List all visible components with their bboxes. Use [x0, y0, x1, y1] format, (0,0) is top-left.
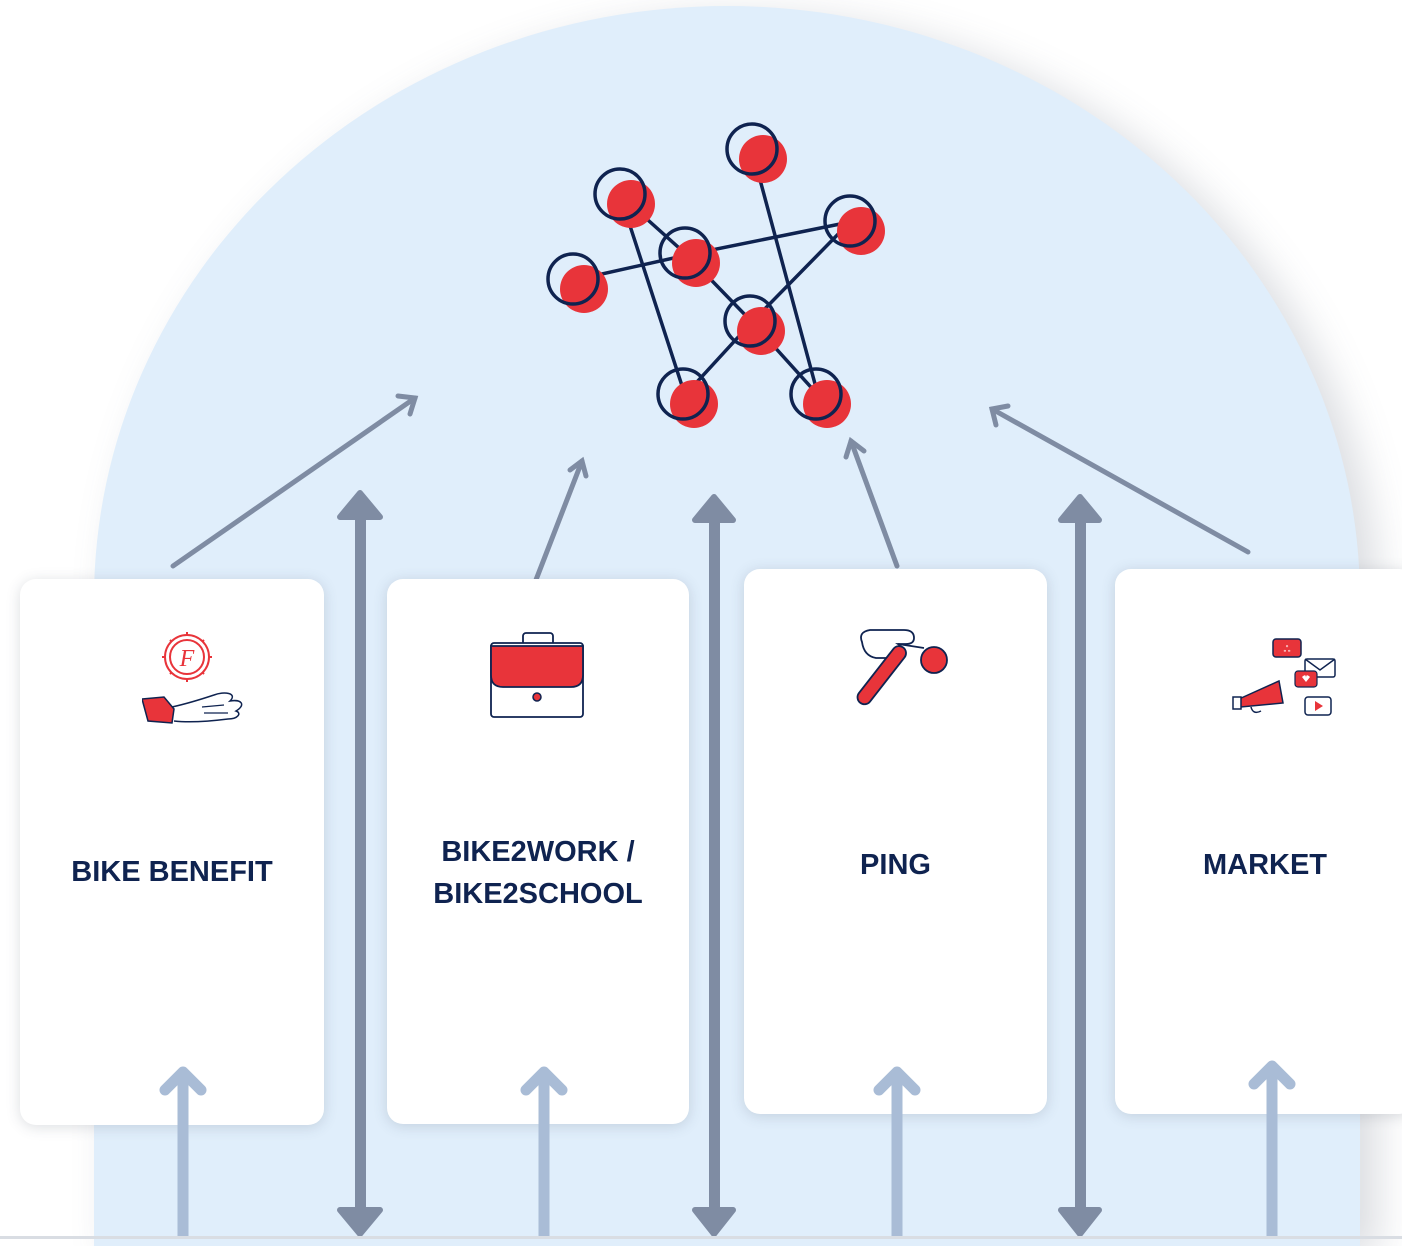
card-bike2work[interactable]: BIKE2WORK / BIKE2SCHOOL [387, 579, 689, 1124]
double-arrow-1 [337, 490, 383, 1237]
node-5 [658, 226, 720, 287]
network-nodes-icon [546, 122, 885, 428]
node-3 [823, 194, 885, 255]
network-node-set [546, 122, 885, 428]
node-1 [593, 167, 655, 228]
card-ping[interactable]: PING [744, 569, 1047, 1114]
node-4 [546, 252, 608, 313]
hand-coin-icon: F [142, 632, 243, 724]
card-label-line: PING [860, 849, 931, 881]
svg-text:ஃ: ஃ [1283, 645, 1290, 655]
incoming-arrow-market [1248, 1060, 1296, 1239]
card-market[interactable]: ஃ MARKET [1115, 569, 1402, 1114]
card-label-line: MARKET [1202, 849, 1328, 881]
briefcase-icon [490, 632, 584, 718]
megaphone-media-icon: ஃ [1232, 638, 1336, 716]
incoming-arrow-bike2work [520, 1066, 568, 1239]
arrow-market-to-network [989, 406, 1251, 555]
card-label-line: BIKE2SCHOOL [433, 878, 643, 910]
card-bike-benefit[interactable]: F BIKE BENEFIT [20, 579, 324, 1125]
node-6 [723, 294, 785, 355]
arrow-ping-to-network [848, 438, 900, 569]
svg-text:F: F [179, 646, 195, 672]
node-8 [789, 367, 851, 428]
incoming-arrow-ping [873, 1066, 921, 1239]
double-arrow-2 [692, 494, 736, 1237]
arrow-bike2work-to-network [531, 458, 585, 588]
card-to-network-arrows [170, 393, 1251, 588]
arrow-bike-benefit-to-network [170, 395, 418, 569]
finger-press-button-icon [856, 629, 948, 717]
double-arrow-3 [1058, 494, 1102, 1237]
card-label-line: BIKE BENEFIT [71, 856, 273, 888]
node-7 [656, 367, 718, 428]
incoming-arrow-bike-benefit [159, 1066, 207, 1239]
bottom-divider [0, 1236, 1402, 1239]
card-label-line: BIKE2WORK / [441, 836, 635, 868]
bidirectional-arrows [337, 490, 1102, 1237]
node-2 [725, 122, 787, 183]
